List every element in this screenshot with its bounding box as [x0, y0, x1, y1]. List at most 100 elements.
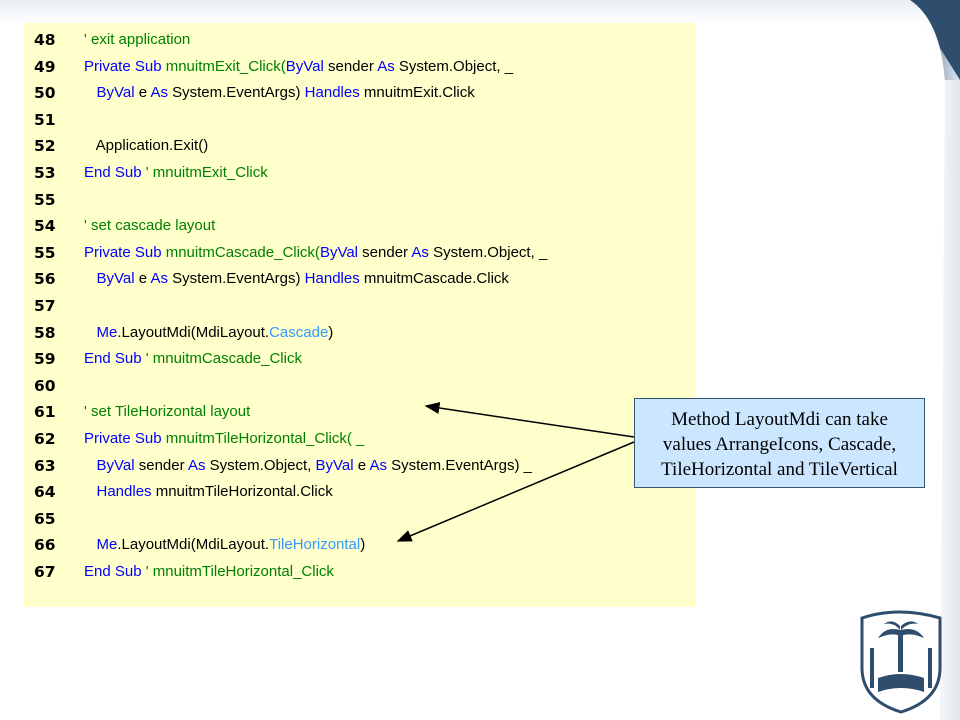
code-text: Private Sub mnuitmTileHorizontal_Click( … [84, 426, 364, 452]
code-token: .LayoutMdi(MdiLayout. [117, 323, 270, 341]
code-token: Handles [304, 84, 360, 102]
code-text: End Sub ' mnuitmTileHorizontal_Click [84, 559, 334, 585]
code-token: ) [360, 536, 366, 554]
code-token: ' exit application [84, 31, 191, 48]
callout-box: Method LayoutMdi can take values Arrange… [634, 398, 925, 488]
code-line: 67 End Sub ' mnuitmTileHorizontal_Click [24, 559, 696, 585]
line-number: 51 [34, 110, 56, 129]
code-text: Me.LayoutMdi(MdiLayout.Cascade) [84, 320, 334, 346]
line-number: 58 [34, 323, 56, 342]
line-number: 50 [34, 84, 56, 103]
line-number: 55 [34, 243, 56, 262]
code-token: ' set TileHorizontal layout [84, 403, 251, 421]
code-token: Application.Exit() [84, 137, 209, 155]
code-token: sender [358, 243, 412, 261]
code-token: System.Object, _ [394, 57, 514, 75]
code-line: 52 Application.Exit() [24, 133, 696, 159]
code-token: e [134, 270, 151, 288]
code-token: System.EventArgs) [167, 270, 305, 288]
line-number: 57 [34, 297, 56, 315]
line-number: 56 [34, 270, 56, 289]
code-token: System.Object, _ [428, 243, 548, 261]
code-token: ByVal [285, 57, 324, 75]
code-text: End Sub ' mnuitmExit_Click [84, 160, 268, 186]
code-token: Private Sub [84, 243, 166, 261]
code-token: mnuitmExit_Click( [165, 57, 286, 75]
line-number: 48 [34, 31, 56, 49]
code-token: As [187, 456, 206, 474]
code-token: Me [84, 323, 118, 341]
code-token: ByVal [84, 456, 135, 474]
code-token: mnuitmCascade_Click( [165, 243, 320, 261]
code-token: ByVal [84, 84, 135, 102]
code-token: End Sub [84, 164, 146, 181]
code-line: 54' set cascade layout [24, 213, 696, 239]
code-line: 61 ' set TileHorizontal layout [24, 399, 696, 425]
line-number: 63 [34, 456, 56, 475]
line-number: 62 [34, 430, 56, 448]
line-number: 52 [34, 137, 56, 156]
code-line: 49 Private Sub mnuitmExit_Click(ByVal sen… [24, 54, 696, 80]
code-token: Private Sub [84, 57, 166, 75]
code-line: 63 ByVal sender As System.Object, ByVal … [24, 453, 696, 479]
code-text: ' set cascade layout [84, 213, 215, 239]
code-token: ' mnuitmCascade_Click [145, 350, 302, 368]
code-token: ByVal [84, 270, 135, 288]
line-number: 53 [34, 164, 56, 182]
code-token: .LayoutMdi(MdiLayout. [117, 536, 270, 554]
code-token: ) [328, 323, 334, 341]
code-token: End Sub [84, 350, 146, 368]
code-text: Private Sub mnuitmCascade_Click(ByVal se… [84, 240, 547, 266]
code-token: ByVal [319, 243, 359, 261]
code-line: 55 [24, 187, 696, 213]
code-line: 65 [24, 506, 696, 532]
code-line: 57 [24, 293, 696, 319]
code-text: Private Sub mnuitmExit_Click(ByVal sende… [84, 54, 513, 80]
code-token: mnuitmTileHorizontal.Click [151, 483, 333, 501]
code-token: System.EventArgs) [167, 84, 305, 102]
line-number: 49 [34, 57, 56, 76]
code-token: As [411, 243, 429, 261]
line-number: 66 [34, 536, 56, 555]
code-token: sender [134, 456, 188, 474]
code-text: ByVal e As System.EventArgs) Handles mnu… [84, 266, 509, 292]
code-token: Private Sub [84, 430, 166, 447]
code-line: 62 Private Sub mnuitmTileHorizontal_Click… [24, 426, 696, 452]
callout-line-1: Method LayoutMdi can take [671, 409, 888, 430]
arrow-to-line-61 [424, 402, 635, 438]
code-text: ' exit application [84, 27, 190, 53]
code-line: 50 ByVal e As System.EventArgs) Handles … [24, 80, 696, 106]
code-line: 58 Me.LayoutMdi(MdiLayout.Cascade) [24, 320, 696, 346]
king-saud-university-emblem-icon [860, 610, 942, 714]
code-token: As [369, 456, 387, 474]
code-token: ' mnuitmExit_Click [145, 164, 268, 181]
code-text: End Sub ' mnuitmCascade_Click [84, 346, 302, 372]
code-text: ' set TileHorizontal layout [84, 399, 250, 425]
code-line: 48 ' exit application [24, 27, 696, 53]
code-token: ' set cascade layout [84, 217, 216, 235]
code-line: 55 Private Sub mnuitmCascade_Click(ByVal … [24, 240, 696, 266]
code-token: TileHorizontal [269, 536, 361, 554]
code-token: Cascade [269, 323, 329, 341]
code-text: Handles mnuitmTileHorizontal.Click [84, 479, 333, 505]
code-line: 53 End Sub ' mnuitmExit_Click [24, 160, 696, 186]
slide-side-decoration [910, 0, 960, 720]
code-line: 64 Handles mnuitmTileHorizontal.Click [24, 479, 696, 505]
line-number: 61 [34, 403, 56, 422]
code-text: ByVal e As System.EventArgs) Handles mnu… [84, 80, 475, 106]
code-token: Me [84, 536, 118, 554]
code-token: mnuitmTileHorizontal_Click( _ [165, 430, 365, 447]
code-line: 56 ByVal e As System.EventArgs) Handles … [24, 266, 696, 292]
code-text: ByVal sender As System.Object, ByVal e A… [84, 453, 533, 479]
line-number: 67 [34, 563, 56, 581]
callout-line-3: TileHorizontal and TileVertical [661, 459, 898, 480]
code-token: As [150, 84, 168, 102]
code-line: 60 [24, 373, 696, 399]
code-text: Application.Exit() [84, 133, 209, 159]
code-token: System.Object, [205, 456, 316, 474]
code-token: ByVal [315, 456, 354, 474]
code-text: Me.LayoutMdi(MdiLayout.TileHorizontal) [84, 532, 366, 558]
